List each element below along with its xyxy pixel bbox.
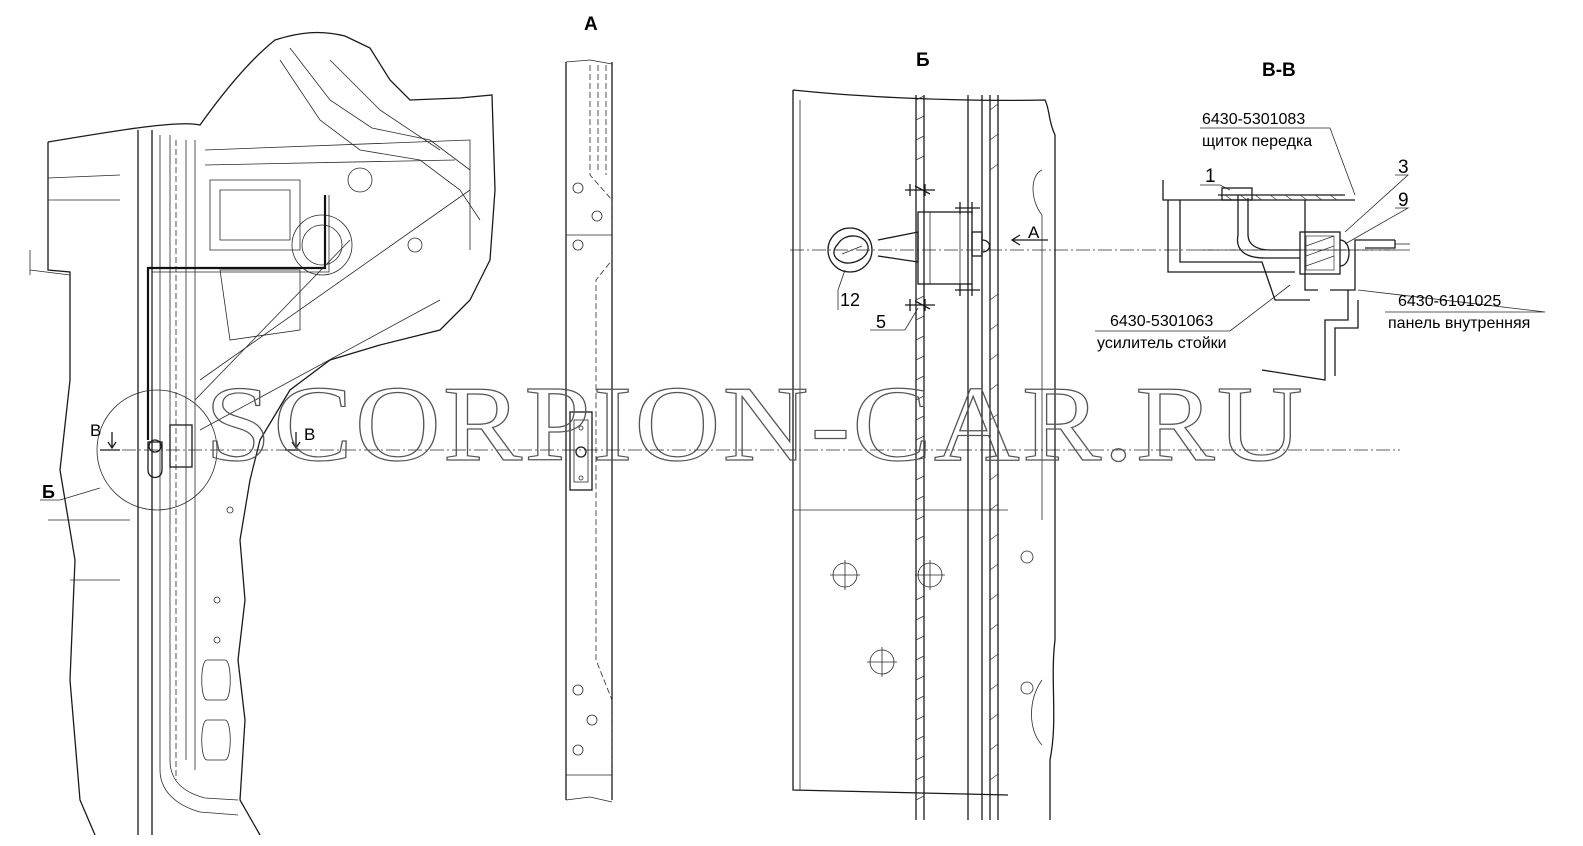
view-a-title: А [584, 14, 598, 35]
callout-1: 1 [1205, 166, 1216, 187]
section-vv-title: В-В [1262, 60, 1296, 81]
callout-b: Б [42, 482, 55, 502]
part-top-name: щиток передка [1202, 133, 1312, 150]
view-arrow-a: А [1028, 223, 1040, 242]
callout-12: 12 [840, 290, 860, 310]
part-right-name: панель внутренняя [1388, 315, 1530, 332]
section-mark-right: В [304, 425, 315, 444]
section-vv [1095, 127, 1546, 381]
callout-9: 9 [1398, 190, 1409, 211]
part-left-name: усилитель стойки [1097, 335, 1227, 352]
part-right-number: 6430-6101025 [1398, 293, 1501, 310]
part-top-number: 6430-5301083 [1202, 111, 1305, 128]
callout-3: 3 [1398, 157, 1409, 178]
callout-5: 5 [876, 312, 886, 332]
view-a [565, 59, 613, 803]
view-b [790, 89, 1400, 820]
view-b-title: Б [916, 50, 930, 71]
main-view [29, 31, 1400, 836]
watermark: SCORPION-CAR.RU [205, 365, 1305, 484]
part-left-number: 6430-5301063 [1110, 313, 1213, 330]
section-mark-left: В [90, 421, 101, 440]
